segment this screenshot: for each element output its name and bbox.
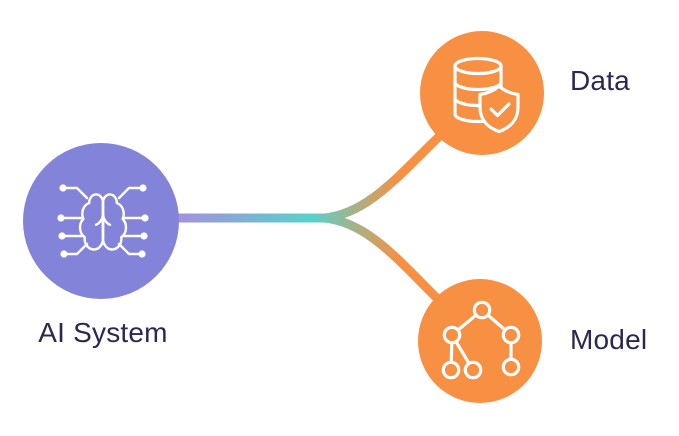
ai-system-label: AI System [38, 317, 168, 348]
edge-to-data [323, 125, 451, 223]
model-node [418, 279, 542, 403]
model-circle [418, 279, 542, 403]
check-icon [489, 102, 511, 118]
database-shield-icon [453, 56, 520, 134]
network-tree-icon [441, 300, 521, 380]
data-node [420, 31, 544, 155]
data-label: Data [570, 65, 630, 96]
ai-system-node [23, 143, 179, 299]
edge-to-model [323, 213, 450, 311]
connector-edges [176, 125, 451, 311]
model-label: Model [570, 324, 648, 355]
brain-circuit-icon [57, 184, 149, 258]
circuit-node-dots [57, 184, 149, 258]
